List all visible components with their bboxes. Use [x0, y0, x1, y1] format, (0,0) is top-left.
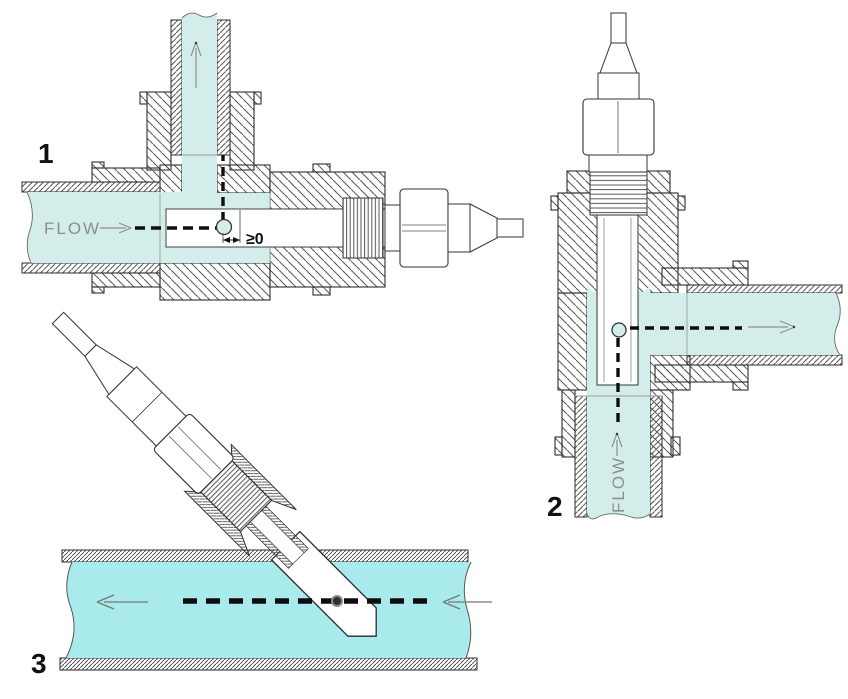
bottom-socket-left	[561, 389, 576, 458]
tee-bottom-wall	[159, 262, 271, 301]
branch-socket-top-wall	[661, 267, 749, 286]
fluid-break-edges	[65, 561, 472, 659]
bottom-socket-tab-right	[670, 436, 681, 456]
diagram-3: 3	[31, 311, 492, 679]
branch-socket-tab-top	[732, 260, 749, 269]
fluid-branch	[650, 293, 841, 355]
dimension-arrow-right	[233, 237, 240, 243]
pipe-wall-top	[61, 549, 469, 563]
sensor-hole	[331, 595, 343, 607]
dimension-label: ≥0	[246, 231, 264, 248]
nut-facet-line	[168, 435, 212, 479]
left-arrow	[442, 594, 492, 610]
branch-socket-tab-bottom	[732, 381, 749, 391]
diagram-label-1: 1	[38, 138, 54, 169]
reference-lines	[575, 293, 688, 397]
up-arrow	[190, 41, 202, 88]
left-wall	[557, 292, 588, 391]
branch-pipe-wall-right	[216, 19, 231, 156]
fluid-break-edge	[26, 12, 218, 264]
dimension-arrow-left	[223, 237, 230, 243]
pipe-walls	[21, 19, 231, 274]
sensor-hole	[215, 218, 233, 236]
diagram-label-2: 2	[547, 491, 563, 522]
flow-label: FLOW	[609, 456, 628, 513]
run-socket-tab-top	[91, 161, 105, 169]
flow-right-arrow	[100, 222, 132, 234]
cable-strain-relief	[469, 203, 498, 253]
branch-socket-left	[146, 91, 172, 171]
nut-facet-line	[177, 426, 221, 470]
threads	[342, 197, 384, 259]
branch-socket-right	[229, 91, 255, 171]
outlet-pipe-wall-top	[686, 284, 843, 294]
tee-fitting-body	[91, 91, 386, 301]
threads	[589, 171, 648, 216]
sensor-horizontal	[165, 188, 524, 268]
flow-up-arrow	[611, 432, 623, 456]
diagram-2: FLOW 2	[547, 12, 843, 522]
run-pipe-wall-top	[21, 181, 161, 193]
hex-nut	[582, 98, 655, 156]
pipe-wall-bottom	[59, 657, 478, 671]
fluid-region	[66, 562, 471, 658]
diagram-label-3: 3	[31, 648, 47, 679]
cable	[51, 311, 97, 357]
inlet-pipe-wall-right	[649, 395, 663, 518]
probe-body	[165, 208, 344, 248]
inlet-pipe-wall-left	[574, 395, 588, 518]
hex-nut	[399, 188, 449, 268]
diagram-1: ≥0 FLOW 1	[21, 12, 524, 301]
run-socket-top-wall	[91, 167, 161, 183]
flow-label: FLOW	[44, 219, 101, 238]
dimension-annotation: ≥0	[222, 210, 264, 248]
fluid-break-edges	[586, 292, 841, 520]
sensor-vertical	[582, 12, 655, 386]
left-arrow	[96, 594, 148, 610]
sensor-barrel	[597, 72, 640, 100]
cable-strain-relief	[599, 42, 638, 74]
barrel-divider	[131, 391, 163, 423]
gland-washer	[588, 154, 648, 173]
cable	[496, 218, 524, 238]
gland-tab-bottom	[312, 286, 331, 296]
branch-socket-tab-left	[139, 91, 148, 105]
branch-socket-bottom-wall	[654, 364, 749, 383]
cable	[610, 12, 627, 44]
run-socket-tab-bottom	[91, 286, 105, 294]
right-arrow	[748, 320, 796, 334]
gland-tab-top	[312, 163, 331, 173]
fluid-region	[27, 13, 270, 263]
run-socket-bottom-wall	[91, 272, 161, 288]
bottom-socket-tab-left	[554, 436, 563, 456]
sensor-hole	[611, 322, 627, 338]
run-pipe-wall-bottom	[21, 262, 161, 274]
gland-nub-right	[677, 195, 686, 211]
branch-socket-tab-right	[253, 91, 262, 105]
tee-top-wall-left	[159, 164, 183, 194]
outlet-pipe-wall-bottom	[686, 354, 843, 366]
gland-washer	[384, 204, 401, 252]
gland-nub-left	[550, 195, 559, 211]
tee-top-wall-right	[216, 164, 271, 194]
sensor-angled	[51, 311, 377, 637]
branch-pipe-wall-left	[170, 19, 183, 156]
sensor-barrel	[447, 203, 471, 253]
